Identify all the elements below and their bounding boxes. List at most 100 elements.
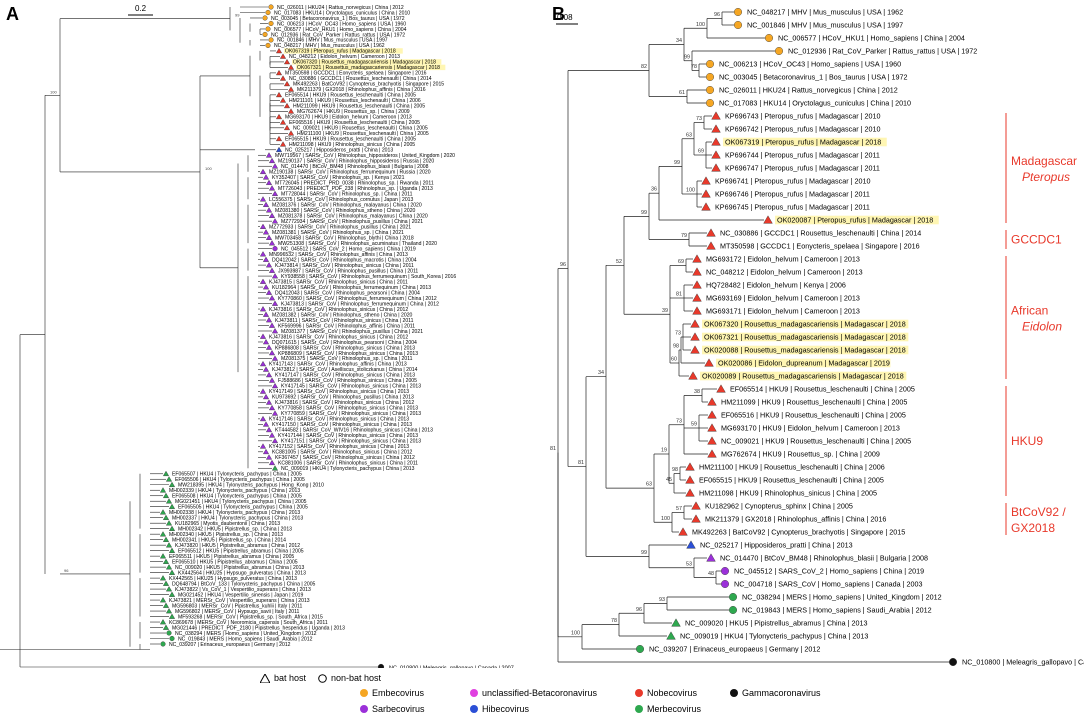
tip-marker: [268, 349, 276, 356]
tip-label: NC_006577 | HCoV_HKU1 | Homo_sapiens | C…: [778, 34, 965, 43]
tip-marker: [265, 234, 273, 240]
tip-marker: [262, 31, 268, 37]
tip-label: KF367457 | SARSr_CoV | Rhinolophus_sinic…: [275, 455, 415, 461]
tip-label: KY770860 | SARSr_CoV | Rhinolophus_ferru…: [278, 296, 437, 302]
tip-label: NC_039207 | Erinaceus_europaeus | German…: [169, 642, 291, 648]
tip-marker: [265, 179, 273, 186]
tip-label: MG021451 | HKU4 | Tylonycteris_pachypus …: [175, 499, 307, 505]
tip-label: MZ190138 | SARSr_CoV | Rhinolophus_ferru…: [269, 170, 431, 176]
tip-label: EF065515 | HKU9 | Rousettus_leschenaulti…: [285, 137, 416, 143]
tip-marker: [262, 311, 270, 317]
tip-marker: [165, 520, 173, 526]
tip-marker: [279, 75, 287, 81]
legend-genus-2-label: Nobecovirus: [647, 688, 698, 698]
tip-marker: [707, 410, 717, 419]
outgroup-marker: [377, 663, 385, 668]
tip-marker: [165, 586, 173, 592]
tip-label: MW719567 | SARSr_CoV | Rhinolophus_hippo…: [275, 153, 455, 159]
tip-marker: [707, 449, 717, 458]
tip-marker: [271, 465, 279, 471]
tip-marker: [692, 254, 702, 263]
tip-marker: [168, 525, 176, 531]
tip-label: NC_025217 | Hipposideros_pratti | China …: [285, 148, 393, 154]
tip-label: NC_038294 | MERS | Homo_sapiens | United…: [742, 593, 942, 602]
tip-marker: [262, 174, 270, 180]
tip-marker: [168, 547, 176, 553]
tip-label: NC_048212 | Eidolon_helvum | Cameroon | …: [706, 268, 863, 277]
tip-label: MG762674 | HKU9 | Rousettus_sp. | China …: [297, 109, 410, 115]
tip-marker: [268, 267, 276, 273]
tip-marker: [162, 602, 170, 608]
bootstrap-value: 96: [64, 568, 69, 573]
tip-label: OK020087 | Pteropus_rufus | Madagascar |…: [777, 216, 933, 225]
tip-marker: [271, 355, 279, 361]
tip-label: NC_019843 | MERS | Homo_sapiens | Saudi_…: [178, 636, 313, 642]
tip-marker: [159, 575, 167, 581]
triangle-icon: [260, 673, 270, 683]
legend-non-bat-host: non-bat host: [318, 673, 381, 683]
tip-marker: [268, 4, 274, 10]
tip-marker: [283, 58, 291, 65]
bootstrap-value: 39: [662, 308, 668, 314]
tip-marker: [711, 150, 721, 159]
bootstrap-value: 96: [714, 12, 720, 18]
tip-marker: [265, 399, 273, 405]
tip-label: KU182964 | SARSr_CoV | Rhinolophus_ferru…: [272, 285, 431, 291]
tip-marker: [706, 73, 714, 81]
tip-marker: [691, 514, 701, 523]
tip-marker: [265, 9, 271, 16]
tip-label: NC_009019 | HKU4 | Tylonycteris_pachypus…: [281, 466, 415, 472]
tip-label: EF065510 | HKU5 | Pipistrellus_abramus |…: [172, 559, 298, 565]
tip-marker: [259, 168, 267, 175]
bootstrap-value: 98: [673, 344, 679, 350]
tip-marker: [262, 284, 270, 290]
tip-marker: [268, 377, 276, 383]
tip-label: NC_003045 | Betacoronavirus_1 | Bos_taur…: [271, 16, 405, 22]
tip-marker: [262, 366, 270, 372]
tip-marker: [262, 201, 270, 207]
tip-label: KY417152 | SARSr_CoV | Rhinolophus_sinic…: [269, 444, 409, 450]
highlight-box: [775, 215, 939, 225]
tip-label: MH002339 | HKU4 | Tylonycteris_pachypus …: [169, 488, 300, 494]
tip-marker: [259, 360, 267, 367]
bootstrap-value: 99: [641, 550, 647, 556]
tip-label: MG596802 | MERSr_CoV | Hypsugo_savii | I…: [175, 609, 300, 615]
tip-marker: [265, 371, 273, 378]
legend-genus-1-label: unclassified-Betacoronavirus: [482, 688, 598, 698]
tip-marker: [279, 141, 287, 147]
legend-genus-5: Hibecovirus: [470, 704, 529, 714]
tip-label: NC_038294 | MERS | Homo_sapiens | United…: [175, 631, 317, 637]
tip-label: NC_010800 | Meleagris_gallopavo | Canada…: [962, 658, 1084, 667]
tip-label: MG693170 | HKU9 | Eidolon_helvum | Camer…: [285, 115, 412, 121]
tip-marker: [690, 345, 700, 354]
tip-label: KY770858 | SARSr_CoV | Rhinolophus_sinic…: [278, 406, 418, 412]
tip-label: HM211100 | HKU9 | Rousettus_leschenaulti…: [297, 131, 429, 137]
scale-bar-label: 0.2: [135, 4, 147, 13]
tip-marker: [265, 152, 273, 158]
tip-marker: [165, 476, 173, 482]
tip-label: MH002340 | HKU5 | Pipistrellus_sp. | Chi…: [169, 532, 283, 538]
tip-marker: [721, 567, 729, 575]
tip-label: KP696742 | Pteropus_rufus | Madagascar |…: [725, 125, 880, 134]
tip-label: NC_012936 | Rat_CoV_Parker | Rattus_ratt…: [788, 47, 977, 56]
tip-marker: [165, 498, 173, 504]
color-swatch: [470, 689, 478, 697]
panel-b-label: B: [552, 4, 565, 24]
tip-marker: [775, 47, 783, 55]
tip-label: KY417150 | SARSr_CoV | Rhinolophus_sinic…: [272, 422, 412, 428]
tip-marker: [159, 531, 167, 537]
bootstrap-value: 36: [651, 187, 657, 193]
tip-marker: [259, 278, 267, 284]
color-swatch: [360, 705, 368, 713]
tip-label: NC_045512 | SARS_CoV_2 | Homo_sapiens | …: [281, 246, 416, 252]
tip-marker: [701, 176, 711, 185]
bootstrap-value: 96: [560, 262, 566, 268]
highlight-box: [284, 48, 403, 54]
tip-marker: [691, 501, 701, 510]
highlight-box: [700, 371, 907, 381]
tip-label: OK067319 | Pteropus_rufus | Madagascar |…: [725, 138, 881, 147]
tip-marker: [271, 163, 279, 169]
clade-label-line2: GX2018: [1011, 521, 1055, 535]
tip-label: MK211379 | GX2018 | Rhinolophus_affinis …: [705, 515, 886, 524]
